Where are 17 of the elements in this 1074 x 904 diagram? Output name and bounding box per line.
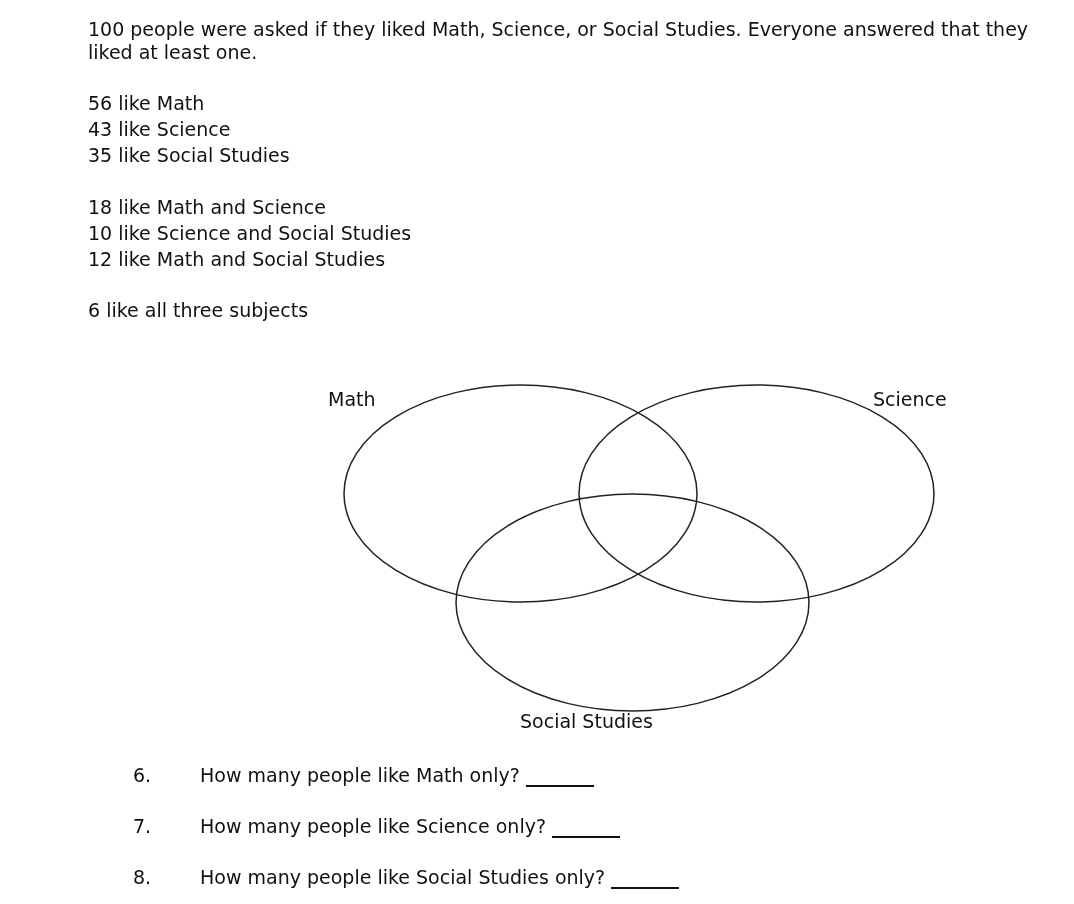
fact-line: 18 like Math and Science [88,196,326,219]
set-label: Science [873,388,947,410]
question-text: How many people like Social Studies only? [200,866,606,889]
question-number: 6. [133,764,152,787]
fact-line: 35 like Social Studies [88,144,290,167]
fact-line: 56 like Math [88,92,205,115]
fact-line: 10 like Science and Social Studies [88,222,412,245]
question-text: How many people like Science only? [200,815,546,838]
question-number: 8. [133,866,152,889]
fact-line: 6 like all three subjects [88,299,309,322]
question-text: How many people like Math only? [200,764,520,787]
set-label: Social Studies [520,710,653,732]
question-number: 7. [133,815,152,838]
fact-line: 43 like Science [88,118,231,141]
intro-paragraph: 100 people were asked if they liked Math, Science, or Social Studies. Everyone answered that they liked at least one. [88,18,1030,64]
set-label: Math [328,388,376,410]
fact-line: 12 like Math and Social Studies [88,248,386,271]
